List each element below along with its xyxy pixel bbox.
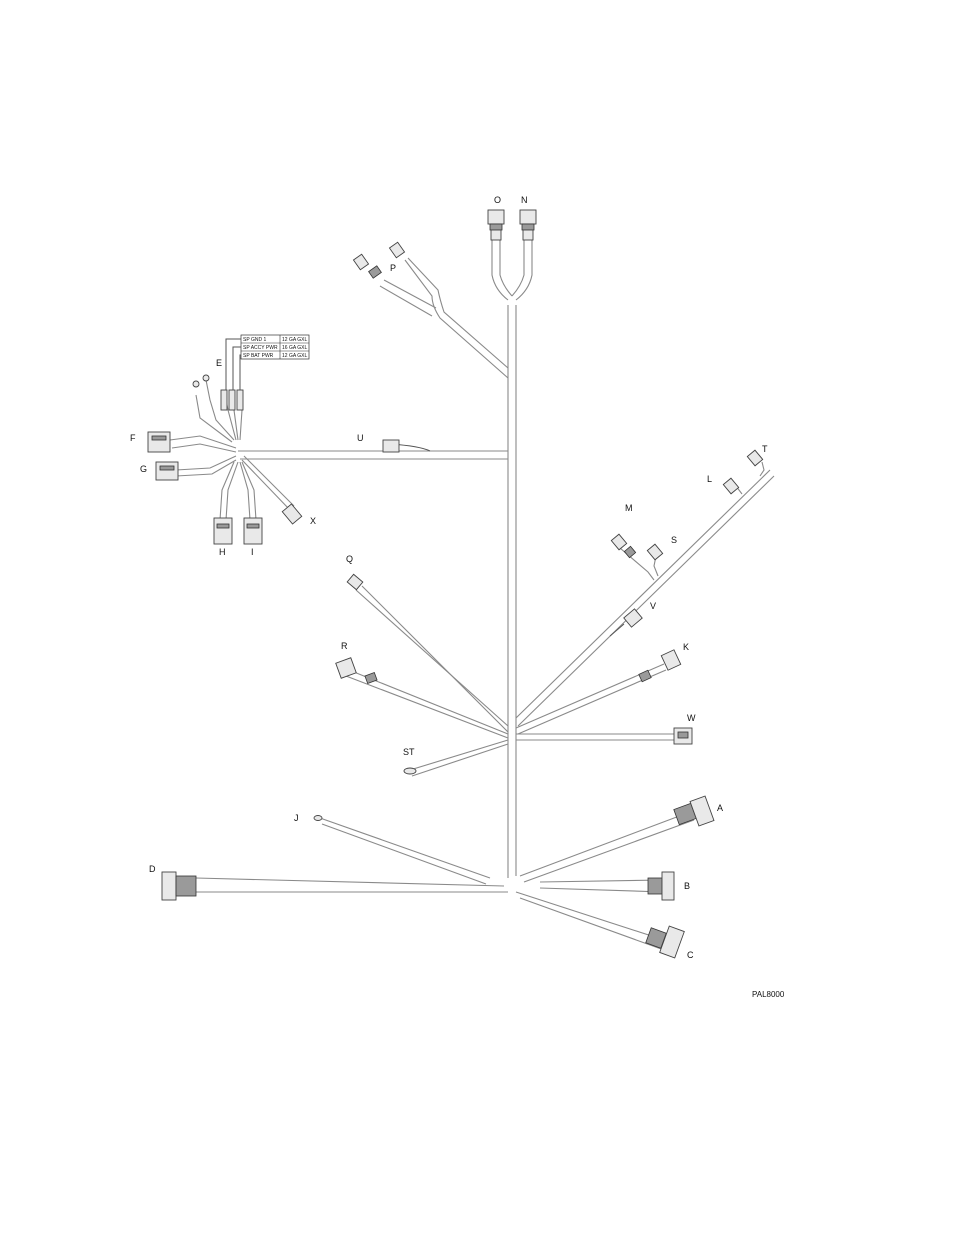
wire-table-gauge-2: 12 GA GXL <box>282 353 308 359</box>
label-m: M <box>625 503 633 513</box>
branch-lower <box>195 811 695 951</box>
wire-table: SP GND 1 12 GA GXL SP ACCY PWR 16 GA GXL… <box>225 334 310 390</box>
connector-i <box>243 517 263 545</box>
wire-table-gauge-0: 12 GA GXL <box>282 337 308 343</box>
label-c: C <box>687 950 694 960</box>
label-o: O <box>494 195 501 205</box>
label-k: K <box>683 642 689 652</box>
connector-j <box>313 815 323 821</box>
branch-u <box>238 439 508 460</box>
label-d: D <box>149 864 156 874</box>
connector-g <box>155 461 179 481</box>
label-t: T <box>762 444 768 454</box>
label-a: A <box>717 803 723 813</box>
branch-k <box>515 649 682 735</box>
connector-n <box>519 209 537 241</box>
connector-b <box>647 871 675 901</box>
connector-c <box>645 925 685 959</box>
branch-cluster-left <box>169 379 295 521</box>
label-f: F <box>130 433 136 443</box>
wire-table-name-0: SP GND 1 <box>243 337 266 343</box>
wire-table-gauge-1: 16 GA GXL <box>282 345 308 351</box>
label-s: S <box>671 535 677 545</box>
label-w: W <box>687 713 696 723</box>
connector-e <box>192 374 244 411</box>
harness-trunk <box>507 305 517 878</box>
label-u: U <box>357 433 364 443</box>
label-q: Q <box>346 554 353 564</box>
label-v: V <box>650 601 656 611</box>
label-h: H <box>219 547 226 557</box>
label-e: E <box>216 358 222 368</box>
drawing-code: PAL8000 <box>752 990 785 999</box>
label-i: I <box>251 547 254 557</box>
label-p: P <box>390 263 396 273</box>
label-g: G <box>140 464 147 474</box>
branch-q-r-st <box>335 573 509 777</box>
wire-table-name-1: SP ACCY PWR <box>243 345 278 351</box>
label-b: B <box>684 881 690 891</box>
connector-o <box>487 209 505 241</box>
connector-a <box>673 795 715 827</box>
branch-w <box>516 727 693 745</box>
connector-d <box>161 871 197 901</box>
connector-x <box>281 503 303 525</box>
wire-table-name-2: SP BAT PWR <box>243 353 274 359</box>
label-st: ST <box>403 747 415 757</box>
connector-p <box>352 241 406 279</box>
label-j: J <box>294 813 299 823</box>
label-l: L <box>707 474 712 484</box>
label-x: X <box>310 516 316 526</box>
connector-labels: O N P E F U G X H I T L M S Q V R K W ST… <box>130 195 768 960</box>
label-n: N <box>521 195 528 205</box>
connector-f <box>147 431 171 453</box>
branch-p <box>379 257 509 379</box>
connector-h <box>213 517 233 545</box>
label-r: R <box>341 641 348 651</box>
branch-o-n <box>491 240 533 301</box>
branch-t-l-m-s-v <box>515 449 775 727</box>
